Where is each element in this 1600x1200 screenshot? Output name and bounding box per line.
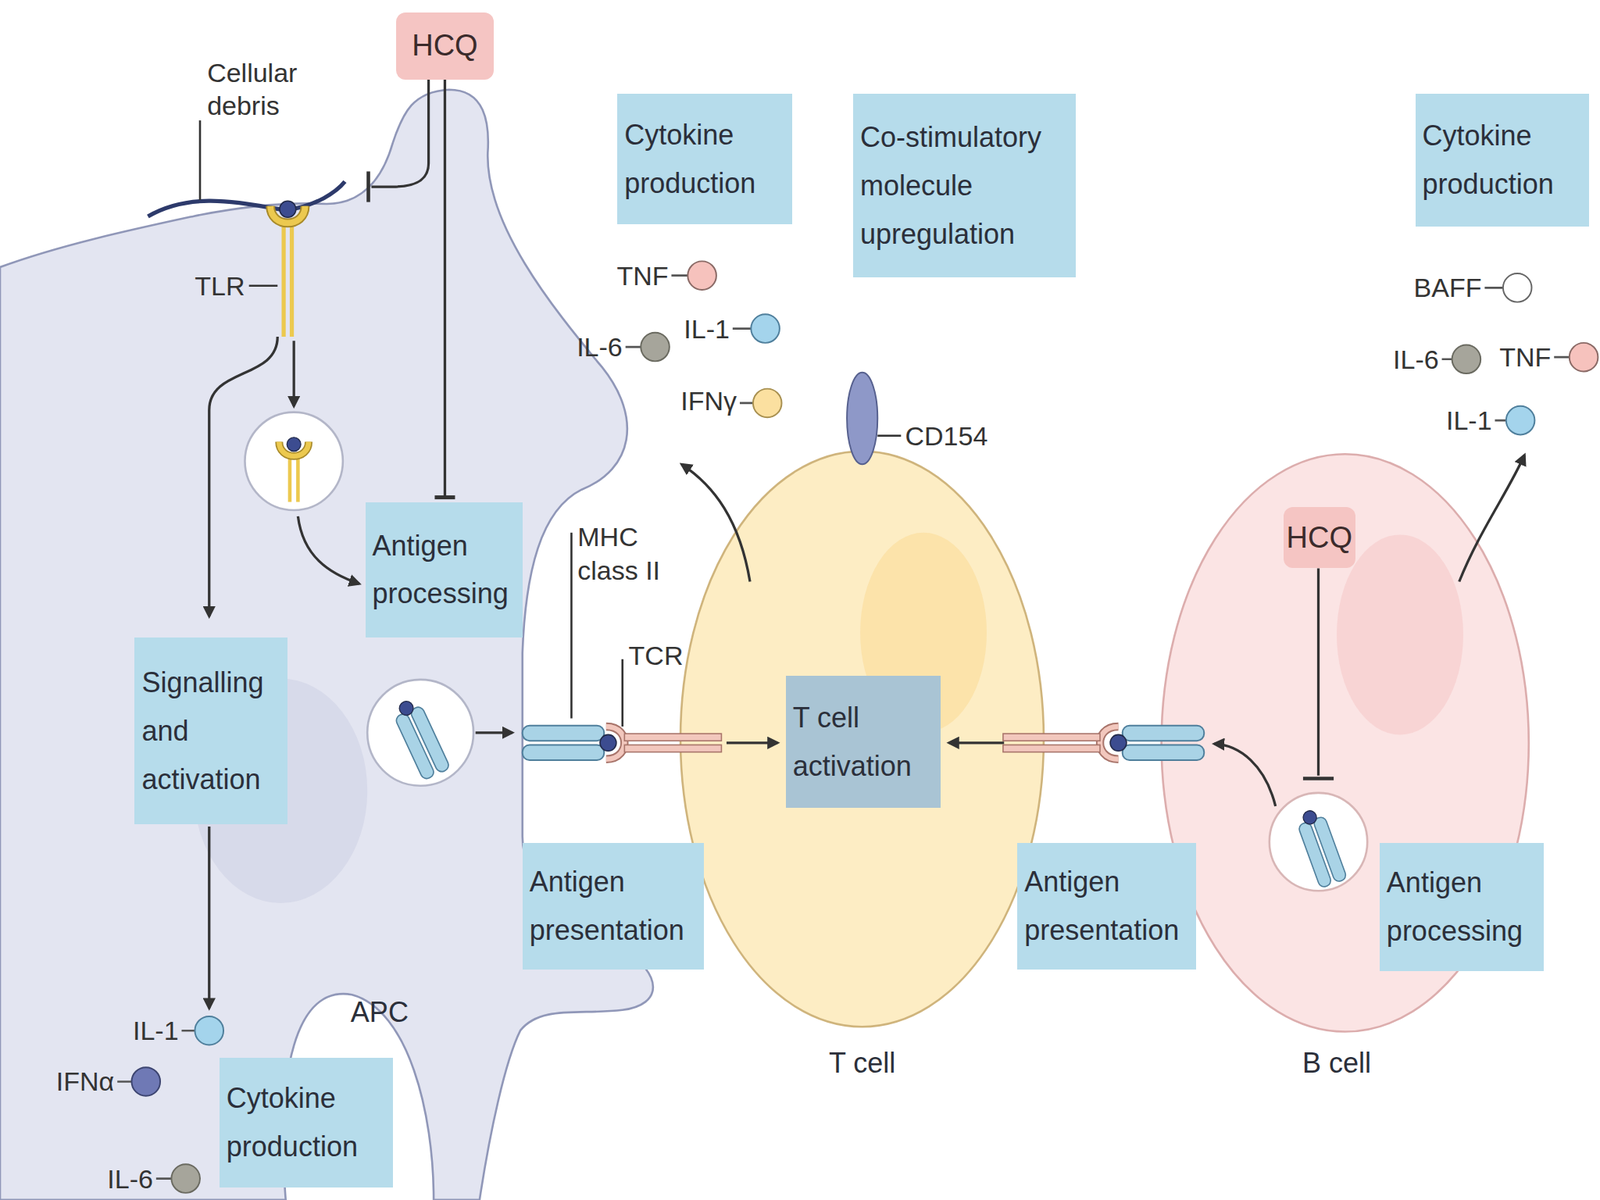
part-label: MHC class II bbox=[577, 520, 675, 587]
cell-name: B cell bbox=[1302, 1046, 1372, 1080]
cytokine-dot bbox=[194, 1016, 224, 1046]
box-text: HCQ bbox=[411, 28, 478, 65]
part-label: IFNγ bbox=[680, 384, 737, 418]
signal-arrow bbox=[292, 340, 296, 407]
endosome bbox=[1269, 792, 1368, 891]
box-text: HCQ bbox=[1286, 520, 1353, 557]
cell-shape: T cell activation T cell bbox=[680, 449, 1044, 1087]
process-box: Cytokine production bbox=[219, 1057, 393, 1188]
endosome bbox=[367, 679, 474, 786]
part-label: TCR bbox=[628, 638, 684, 672]
endosome bbox=[289, 457, 298, 502]
signal-arrow bbox=[726, 741, 778, 744]
cell-nucleus bbox=[1336, 534, 1464, 735]
cytokine-dot bbox=[750, 314, 780, 343]
cell-name: T cell bbox=[828, 1046, 896, 1080]
box-text: Antigen presentation bbox=[1024, 857, 1190, 955]
box-text: Cytokine production bbox=[226, 1074, 386, 1172]
signal-arrow bbox=[475, 731, 513, 734]
process-box: Cytokine production bbox=[1415, 93, 1590, 227]
box-text: Cytokine production bbox=[1422, 111, 1583, 209]
cytokine-dot bbox=[687, 260, 717, 290]
cell-name: APC bbox=[350, 996, 409, 1029]
process-box: Antigen processing bbox=[1379, 842, 1544, 972]
cytokine-dot bbox=[1503, 273, 1533, 303]
cytokine-dot bbox=[1569, 342, 1599, 372]
cytokine-dot bbox=[1452, 344, 1482, 374]
process-box: Antigen presentation bbox=[522, 842, 704, 970]
cd154-molecule bbox=[846, 372, 878, 465]
signal-arrow bbox=[207, 826, 211, 1008]
tlr-receptor bbox=[249, 284, 279, 287]
cell-membrane bbox=[0, 89, 654, 1200]
process-box: Antigen processing bbox=[365, 502, 523, 639]
cell-membrane bbox=[680, 450, 1044, 1027]
mhc-tcr-complex bbox=[621, 659, 624, 727]
box-text: Signalling and activation bbox=[141, 658, 281, 804]
drug-box: HCQ bbox=[396, 12, 494, 80]
part-label: CD154 bbox=[905, 418, 989, 453]
part-label: TNF bbox=[616, 258, 668, 293]
mhc-tcr-complex bbox=[522, 725, 617, 761]
cellular-debris-strand bbox=[199, 120, 202, 200]
box-text: Cytokine production bbox=[624, 110, 785, 208]
endosome bbox=[1294, 806, 1348, 889]
part-label: Cellular debris bbox=[207, 56, 310, 123]
mhc-tcr-complex bbox=[570, 532, 573, 719]
process-box: Cytokine production bbox=[617, 93, 792, 225]
part-label: IFNα bbox=[56, 1064, 115, 1099]
part-label: IL-6 bbox=[107, 1161, 154, 1196]
box-text: Antigen processing bbox=[1386, 858, 1537, 956]
cytokine-dot bbox=[640, 332, 670, 362]
part-label: IL-1 bbox=[132, 1014, 179, 1048]
box-text: Antigen processing bbox=[372, 521, 516, 619]
part-label: TNF bbox=[1499, 340, 1551, 375]
cell-outline bbox=[0, 40, 679, 1200]
drug-box: HCQ bbox=[1283, 507, 1355, 568]
process-box: Co-stimulatory molecule upregulation bbox=[853, 93, 1076, 278]
cytokine-dot bbox=[131, 1067, 161, 1097]
part-label: BAFF bbox=[1414, 271, 1483, 305]
cytokine-dot bbox=[1506, 406, 1536, 436]
cytokine-dot bbox=[171, 1164, 200, 1193]
endosome bbox=[389, 696, 450, 782]
part-label: TLR bbox=[194, 268, 245, 303]
cell-shape: Antigen processingSignalling and activat… bbox=[0, 40, 679, 1200]
box-text: Antigen presentation bbox=[529, 857, 697, 955]
process-box: Signalling and activation bbox=[134, 637, 288, 825]
outcome-box: T cell activation bbox=[785, 675, 942, 809]
cytokine-dot bbox=[753, 389, 783, 418]
endosome bbox=[278, 437, 309, 457]
inhibition-line bbox=[366, 171, 371, 202]
part-label: IL-1 bbox=[1446, 403, 1493, 438]
inhibition-line bbox=[1317, 568, 1320, 776]
signal-arrow bbox=[949, 741, 1005, 744]
inhibition-line bbox=[1303, 776, 1334, 781]
part-label: IL-1 bbox=[683, 311, 730, 346]
part-label: IL-6 bbox=[576, 330, 623, 365]
process-box: Antigen presentation bbox=[1017, 842, 1197, 970]
part-label: IL-6 bbox=[1392, 342, 1440, 377]
cellular-debris-strand bbox=[147, 120, 345, 217]
cd154-molecule bbox=[846, 372, 901, 465]
endosome bbox=[244, 412, 343, 511]
box-text: Co-stimulatory molecule upregulation bbox=[860, 113, 1069, 259]
box-text: T cell activation bbox=[792, 693, 935, 791]
cd154-molecule bbox=[877, 434, 901, 437]
